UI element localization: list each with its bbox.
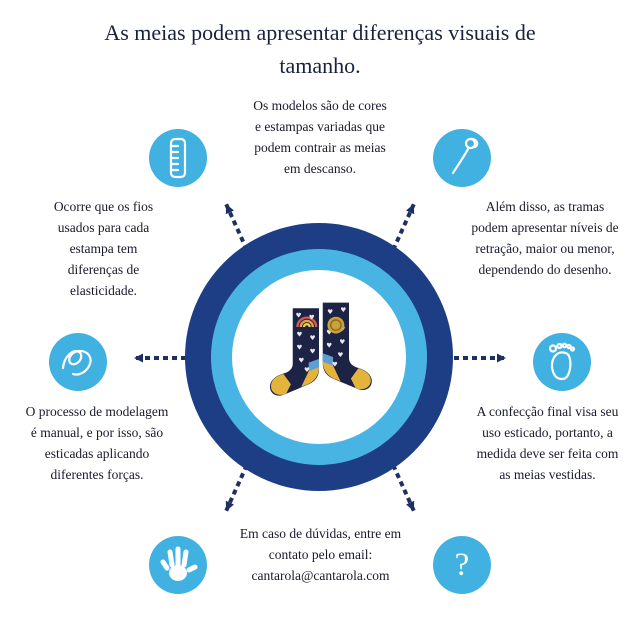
ruler-icon	[149, 129, 207, 187]
text-block-left-upper: Ocorre que os fios usados para cada esta…	[53, 199, 154, 298]
right-sock: ♥♥ ♥♥ ♥♥ ♥♥	[322, 302, 372, 391]
footprint-icon	[533, 333, 591, 391]
svg-text:♥: ♥	[327, 308, 333, 316]
svg-text:♥: ♥	[332, 360, 338, 368]
svg-text:♥: ♥	[337, 351, 343, 359]
svg-text:♥: ♥	[310, 347, 316, 355]
svg-text:♥: ♥	[326, 329, 332, 337]
thread-icon	[49, 333, 107, 391]
pin-icon	[433, 129, 491, 187]
question-mark-icon: ?	[433, 536, 491, 594]
svg-text:♥: ♥	[304, 366, 310, 374]
arrow-top-left	[224, 203, 249, 251]
arrow-bottom-left	[224, 464, 249, 512]
sock-logo-badge	[327, 316, 345, 334]
svg-text:♥: ♥	[297, 344, 303, 352]
center-image-area: ♥♥ ♥♥ ♥♥ ♥♥ ♥♥ ♥♥	[232, 270, 406, 444]
arrow-bottom-right	[391, 464, 416, 512]
socks-photo: ♥♥ ♥♥ ♥♥ ♥♥ ♥♥ ♥♥	[269, 302, 372, 396]
text-block-bottom: Em caso de dúvidas, entre em contato pel…	[233, 524, 408, 587]
contact-text: Em caso de dúvidas, entre em contato pel…	[239, 526, 402, 562]
svg-text:♥: ♥	[297, 330, 303, 338]
contact-email: cantarola@cantarola.com	[251, 567, 390, 583]
svg-text:♥: ♥	[340, 306, 346, 314]
left-sock: ♥♥ ♥♥ ♥♥ ♥♥	[269, 308, 319, 396]
arrow-top-right	[391, 203, 416, 251]
page-title: As meias podem apresentar diferenças vis…	[104, 20, 536, 78]
center-ring-light: ♥♥ ♥♥ ♥♥ ♥♥ ♥♥ ♥♥	[211, 249, 427, 465]
center-ring-outer: ♥♥ ♥♥ ♥♥ ♥♥ ♥♥ ♥♥	[185, 223, 453, 491]
svg-text:♥: ♥	[326, 342, 332, 350]
text-block-left-lower: O processo de modelagem é manual, e por …	[25, 404, 169, 482]
text-block-top: Os modelos são de cores e estampas varia…	[253, 98, 387, 176]
svg-text:♥: ♥	[309, 314, 315, 322]
svg-text:♥: ♥	[310, 334, 316, 342]
text-block-right-upper: Além disso, as tramas podem apresentar n…	[471, 199, 619, 277]
text-block-right-lower: A confecção final visa seu uso esticado,…	[476, 404, 619, 482]
svg-text:♥: ♥	[296, 312, 302, 320]
hand-icon	[149, 536, 207, 594]
question-glyph: ?	[454, 546, 470, 583]
svg-text:♥: ♥	[298, 357, 304, 365]
svg-text:♥: ♥	[339, 338, 345, 346]
